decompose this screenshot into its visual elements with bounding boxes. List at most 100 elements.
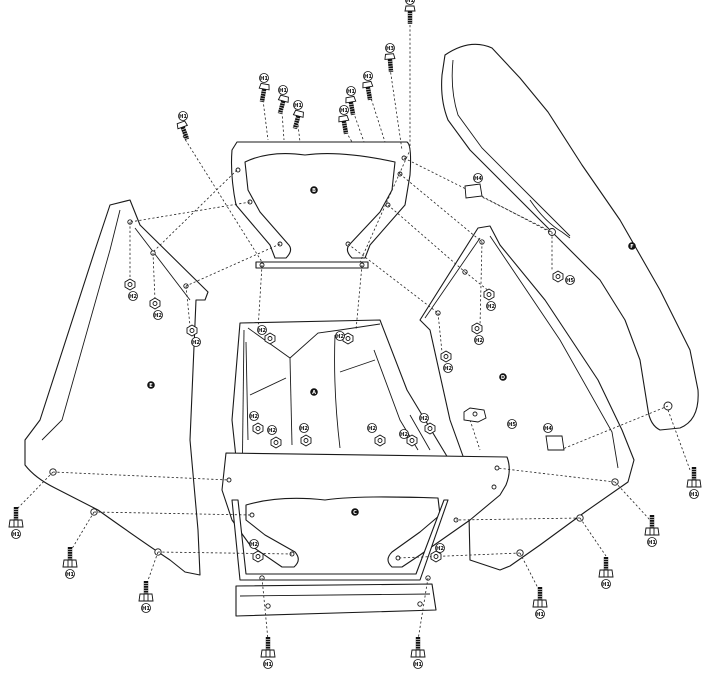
- part-tag-label: H2: [268, 428, 276, 434]
- part-tag-label: H1: [347, 89, 355, 95]
- part-tag-h2: H2: [335, 331, 345, 341]
- bolt: [338, 114, 350, 135]
- spacer-h4: [464, 183, 483, 199]
- part-tag-h2: H2: [419, 413, 429, 423]
- nut: [252, 550, 264, 563]
- panel-e-badge: E: [147, 381, 155, 389]
- part-tag-label: H2: [475, 338, 483, 344]
- part-tag-label: H5: [508, 422, 516, 428]
- part-tag-h2: H2: [399, 429, 409, 439]
- part-tag-label: H1: [279, 88, 287, 94]
- bolt: [410, 637, 426, 658]
- part-tag-h2: H2: [249, 539, 259, 549]
- bolt: [260, 637, 276, 658]
- nut: [471, 322, 483, 335]
- part-tag-label: H2: [250, 542, 258, 548]
- panel-b-label: B: [312, 188, 316, 194]
- bolt: [362, 80, 374, 101]
- bolt: [598, 557, 614, 578]
- part-tag-label: H2: [258, 328, 266, 334]
- part-tag-label: H1: [602, 582, 610, 588]
- part-tag-label: H1: [690, 492, 698, 498]
- nut: [424, 422, 436, 435]
- part-tag-h1: H1: [259, 73, 269, 83]
- part-tag-h2: H2: [435, 543, 445, 553]
- panel-c-badge: C: [351, 508, 359, 516]
- nut: [149, 297, 161, 310]
- part-tag-label: H1: [260, 76, 268, 82]
- panel-a-badge: A: [310, 388, 318, 396]
- guide-lines: [15, 25, 691, 641]
- part-tag-h1: H1: [535, 609, 545, 619]
- part-tag-label: H3: [386, 46, 394, 52]
- part-tag-label: H1: [264, 662, 272, 668]
- bolt: [277, 94, 289, 115]
- part-tag-h1: H1: [65, 569, 75, 579]
- nut: [440, 350, 452, 363]
- part-tag-h1: H1: [346, 86, 356, 96]
- part-tag-h2: H2: [367, 423, 377, 433]
- part-tag-h5: H5: [565, 275, 575, 285]
- nut: [124, 278, 136, 291]
- part-tag-h1: H1: [405, 0, 415, 5]
- nut: [374, 434, 386, 447]
- part-tag-label: H2: [250, 414, 258, 420]
- bolt: [8, 507, 24, 528]
- part-tag-label: H1: [294, 103, 302, 109]
- nut: [430, 550, 442, 563]
- part-tag-h1: H1: [413, 659, 423, 669]
- part-tag-h1: H1: [601, 579, 611, 589]
- strap-bar: [255, 261, 369, 269]
- part-tag-h1: H1: [363, 71, 373, 81]
- part-tag-h2: H2: [299, 423, 309, 433]
- part-tag-label: H4: [544, 426, 552, 432]
- part-tag-h2: H2: [486, 301, 496, 311]
- part-tag-label: H2: [300, 426, 308, 432]
- part-tag-label: H5: [566, 278, 574, 284]
- part-tag-label: H1: [179, 114, 187, 120]
- panel-a-label: A: [312, 390, 316, 396]
- part-tag-label: H4: [474, 176, 482, 182]
- bolt: [62, 547, 78, 568]
- part-tag-h3: H3: [385, 43, 395, 53]
- part-tag-label: H2: [436, 546, 444, 552]
- nut: [342, 332, 354, 345]
- bolt: [404, 5, 416, 24]
- part-tag-label: H1: [406, 0, 414, 4]
- bolt: [686, 467, 702, 488]
- part-tag-h2: H2: [249, 411, 259, 421]
- nut: [552, 270, 564, 283]
- panel-b: B: [230, 141, 412, 259]
- part-tag-h2: H2: [443, 363, 453, 373]
- nut: [406, 434, 418, 447]
- panel-f-badge: F: [628, 242, 636, 250]
- part-tag-label: H1: [142, 606, 150, 612]
- panel-f-label: F: [630, 244, 633, 250]
- bolt: [384, 53, 396, 73]
- part-tag-label: H1: [340, 108, 348, 114]
- part-tag-h2: H2: [267, 425, 277, 435]
- part-tag-label: H1: [66, 572, 74, 578]
- nut: [264, 332, 276, 345]
- part-tag-label: H1: [414, 662, 422, 668]
- part-tag-label: H2: [336, 334, 344, 340]
- bottom-frame: [231, 499, 449, 617]
- part-tag-label: H2: [192, 340, 200, 346]
- part-tag-label: H2: [420, 416, 428, 422]
- panel-e-label: E: [149, 383, 153, 389]
- nut: [186, 324, 198, 337]
- part-tag-label: H2: [444, 366, 452, 372]
- bolt: [532, 587, 548, 608]
- panel-d-badge: D: [499, 373, 507, 381]
- part-tag-h1: H1: [339, 105, 349, 115]
- part-tag-h1: H1: [178, 111, 188, 121]
- part-tag-h1: H1: [293, 100, 303, 110]
- spacer-h5: [463, 407, 487, 423]
- nut: [483, 288, 495, 301]
- spacer-h4: [545, 435, 565, 451]
- part-tag-h1: H1: [689, 489, 699, 499]
- panel-d-label: D: [501, 375, 505, 381]
- part-tag-h1: H1: [263, 659, 273, 669]
